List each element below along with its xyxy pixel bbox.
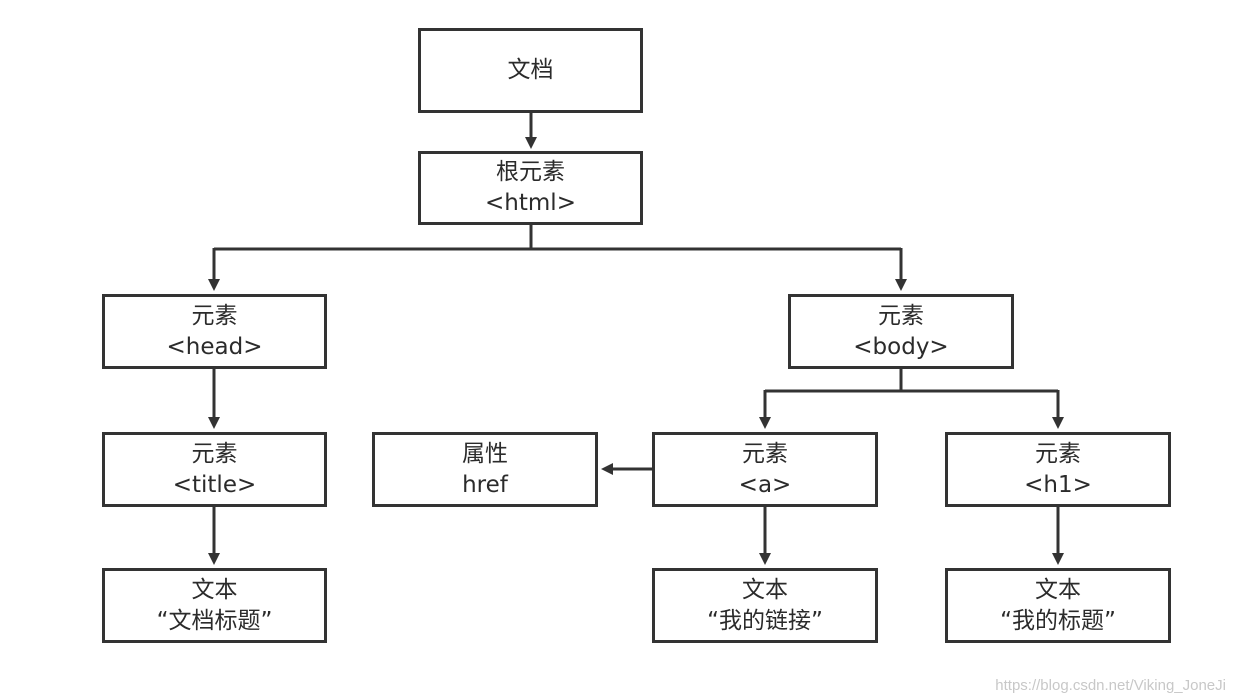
- node-attribute-type: 属性: [462, 440, 508, 467]
- node-body-type: 元素: [878, 302, 924, 329]
- node-text-a-value: “我的链接”: [707, 607, 823, 634]
- node-html-tag: <html>: [485, 190, 576, 216]
- node-h1-tag: <h1>: [1024, 471, 1092, 498]
- node-element-a: 元素 <a>: [652, 432, 878, 507]
- node-text-title-value: “文档标题”: [156, 607, 273, 634]
- node-element-title: 元素 <title>: [102, 432, 327, 507]
- node-html-type: 根元素: [496, 159, 565, 185]
- node-text-title-type: 文本: [191, 576, 238, 603]
- node-text-my-heading: 文本 “我的标题”: [945, 568, 1171, 643]
- node-element-h1: 元素 <h1>: [945, 432, 1171, 507]
- node-element-head: 元素 <head>: [102, 294, 327, 369]
- node-document: 文档: [418, 28, 643, 113]
- node-h1-type: 元素: [1035, 440, 1081, 467]
- node-text-my-link: 文本 “我的链接”: [652, 568, 878, 643]
- node-attribute-name: href: [462, 471, 508, 498]
- node-head-type: 元素: [191, 302, 238, 329]
- node-element-body: 元素 <body>: [788, 294, 1014, 369]
- node-document-label: 文档: [507, 57, 554, 83]
- node-text-h1-value: “我的标题”: [1000, 607, 1116, 634]
- node-a-tag: <a>: [738, 471, 792, 498]
- node-title-tag: <title>: [172, 471, 257, 498]
- node-root-element-html: 根元素 <html>: [418, 151, 643, 225]
- node-text-a-type: 文本: [742, 576, 788, 603]
- node-attribute-href: 属性 href: [372, 432, 598, 507]
- node-title-type: 元素: [191, 440, 238, 467]
- node-body-tag: <body>: [853, 333, 949, 360]
- node-text-document-title: 文本 “文档标题”: [102, 568, 327, 643]
- node-text-h1-type: 文本: [1035, 576, 1081, 603]
- node-a-type: 元素: [742, 440, 788, 467]
- node-head-tag: <head>: [166, 333, 263, 360]
- watermark-text: https://blog.csdn.net/Viking_JoneJi: [995, 677, 1226, 694]
